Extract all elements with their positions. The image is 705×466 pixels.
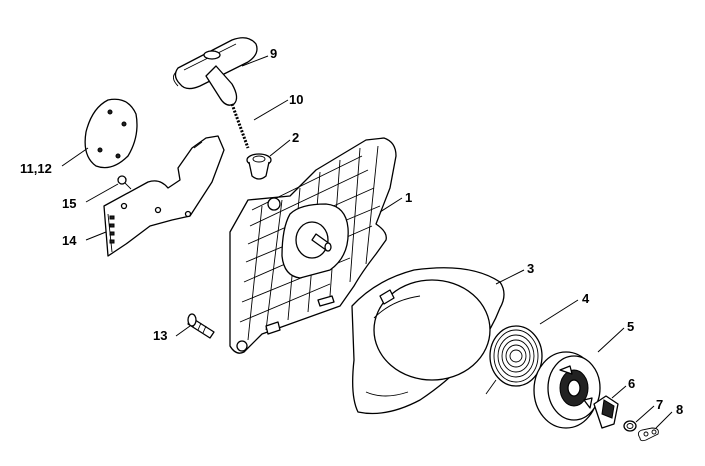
rewind-spring: [485, 325, 543, 395]
pawl: [593, 395, 619, 429]
callout-14: 14: [62, 233, 77, 248]
callout-4: 4: [582, 291, 590, 306]
callout-6: 6: [628, 376, 635, 391]
callout-5: 5: [627, 319, 634, 334]
screw-13: [187, 313, 215, 339]
starter-rope: [230, 103, 250, 149]
callout-1: 1: [405, 190, 412, 205]
callout-15: 15: [62, 196, 76, 211]
screw-15: [117, 175, 132, 190]
callout-3: 3: [527, 261, 534, 276]
washer: [623, 420, 637, 432]
callout-7: 7: [656, 397, 663, 412]
callout-8: 8: [676, 402, 683, 417]
callout-labels: 9 10 2 11,12 15 14 1 3 4 5 6 7 8 13: [20, 46, 683, 417]
leader-lines: [61, 55, 673, 429]
fan-housing: [229, 137, 397, 354]
rope-guide-bush: [246, 153, 272, 180]
rope-rotor: [533, 351, 601, 429]
cover-plate: [84, 98, 138, 169]
callout-10: 10: [289, 92, 303, 107]
guide-plate: [103, 135, 225, 257]
callout-11-12: 11,12: [20, 161, 52, 176]
callout-2: 2: [292, 130, 299, 145]
fan-cover-ring: [351, 267, 505, 415]
spring-clip: [637, 427, 659, 442]
callout-13: 13: [153, 328, 167, 343]
starter-grip: [173, 37, 258, 106]
callout-9: 9: [270, 46, 277, 61]
